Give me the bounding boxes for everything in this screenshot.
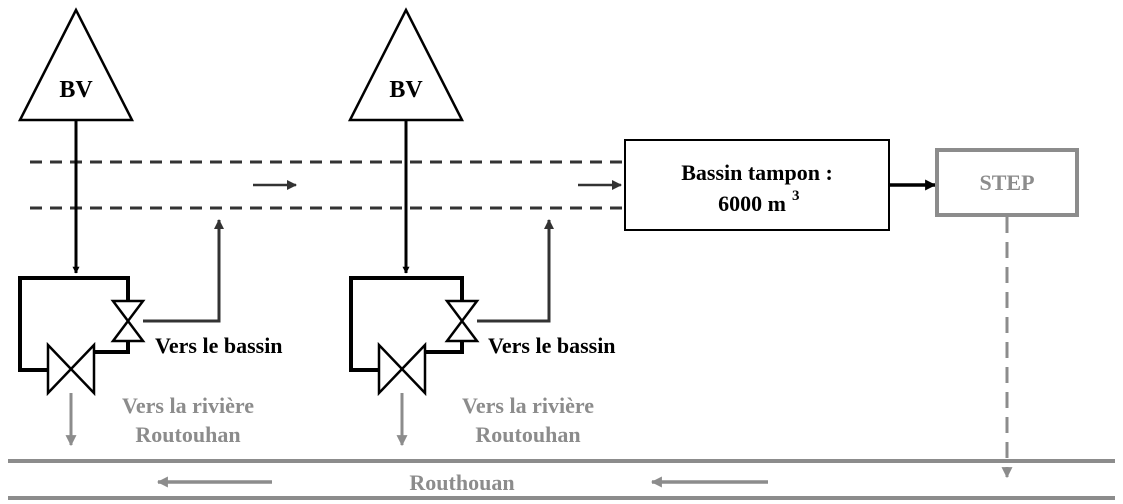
buffer-basin-volume: 6000 m bbox=[718, 191, 786, 216]
step-label: STEP bbox=[979, 170, 1034, 195]
river-valve-1 bbox=[46, 341, 96, 397]
river-destination-name-1: Routouhan bbox=[135, 422, 240, 447]
to-basin-label-2: Vers le bassin bbox=[488, 333, 616, 358]
buffer-basin-volume-exponent: 3 bbox=[792, 188, 800, 204]
catchment-2: BV Vers le bassin Vers la rivière Routou… bbox=[347, 7, 616, 447]
to-basin-arrow-2 bbox=[477, 219, 554, 323]
overflow-valve-2 bbox=[444, 299, 480, 343]
buffer-basin-title: Bassin tampon : bbox=[681, 160, 833, 185]
catchment-1: BV Vers le bassin Vers la rivière Routou… bbox=[17, 7, 283, 447]
buffer-basin-box bbox=[624, 139, 890, 231]
catchment-triangle-2 bbox=[347, 7, 465, 122]
regulator-frame-2 bbox=[349, 276, 464, 372]
river-destination-label-1: Vers la rivière bbox=[122, 393, 254, 418]
regulator-frame-1 bbox=[18, 276, 130, 372]
river-destination-name-2: Routouhan bbox=[475, 422, 580, 447]
buffer-basin: Bassin tampon : 6000 m 3 bbox=[624, 139, 890, 231]
to-basin-label-1: Vers le bassin bbox=[155, 333, 283, 358]
catchment-label-1: BV bbox=[59, 77, 93, 103]
river-name: Routhouan bbox=[409, 470, 514, 495]
river-destination-label-2: Vers la rivière bbox=[462, 393, 594, 418]
treatment-plant: STEP bbox=[935, 148, 1079, 217]
river: Routhouan bbox=[8, 459, 1115, 500]
river-valve-2 bbox=[377, 341, 427, 397]
catchment-label-2: BV bbox=[389, 77, 423, 103]
to-basin-arrow-1 bbox=[143, 219, 224, 323]
catchment-triangle-1 bbox=[17, 7, 135, 122]
step-box bbox=[935, 148, 1079, 217]
overflow-valve-1 bbox=[110, 299, 146, 343]
